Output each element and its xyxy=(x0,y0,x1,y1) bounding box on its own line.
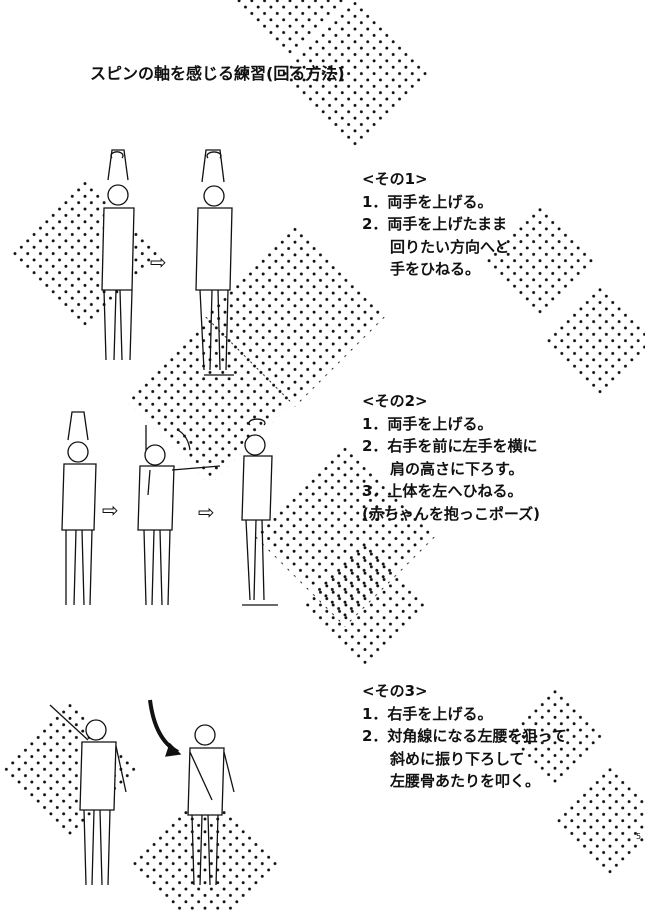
section-heading: <その3> xyxy=(362,682,428,700)
curved-arrow-icon xyxy=(148,699,180,754)
page-number: 5 xyxy=(636,832,642,841)
figure-2b xyxy=(137,425,221,606)
figure-1a xyxy=(101,149,135,361)
right-arrow-icon: ⇨ xyxy=(198,500,215,524)
section-3: <その3> 1．右手を上げる。 2．対角線になる左腰を狙って 斜めに振り下ろして… xyxy=(362,680,567,793)
step-line: 1．右手を上げる。 xyxy=(362,704,493,723)
step-line: 1．両手を上げる。 xyxy=(362,414,493,433)
right-arrow-icon: ⇨ xyxy=(102,498,119,522)
figure-3a xyxy=(49,704,127,886)
figure-3b xyxy=(187,724,235,886)
section-2: <その2> 1．両手を上げる。 2．右手を前に左手を横に 肩の高さに下ろす。 3… xyxy=(362,390,540,525)
figure-2a xyxy=(61,411,97,606)
page-title: スピンの軸を感じる練習(回る方法) xyxy=(90,64,345,83)
section-heading: <その2> xyxy=(362,392,428,410)
step-line: 肩の高さに下ろす。 xyxy=(390,459,524,478)
step-line: 1．両手を上げる。 xyxy=(362,192,493,211)
step-line: 3．上体を左へひねる。 xyxy=(362,482,523,500)
step-line: 回りたい方向へと xyxy=(390,237,510,256)
step-line: 斜めに振り下ろして xyxy=(390,749,525,768)
step-line: 左腰骨あたりを叩く。 xyxy=(390,772,541,790)
right-arrow-icon: ⇨ xyxy=(150,250,167,274)
step-line: 2．右手を前に左手を横に xyxy=(362,437,538,455)
figure-2c xyxy=(241,418,278,606)
figure-1b xyxy=(195,149,234,376)
step-line: (赤ちゃんを抱っこポーズ) xyxy=(362,504,540,523)
section-heading: <その1> xyxy=(362,170,428,188)
step-line: 手をひねる。 xyxy=(390,260,481,278)
step-line: 2．対角線になる左腰を狙って xyxy=(362,727,567,745)
section-1: <その1> 1．両手を上げる。 2．両手を上げたまま 回りたい方向へと 手をひね… xyxy=(362,168,509,281)
step-line: 2．両手を上げたまま xyxy=(362,215,507,233)
